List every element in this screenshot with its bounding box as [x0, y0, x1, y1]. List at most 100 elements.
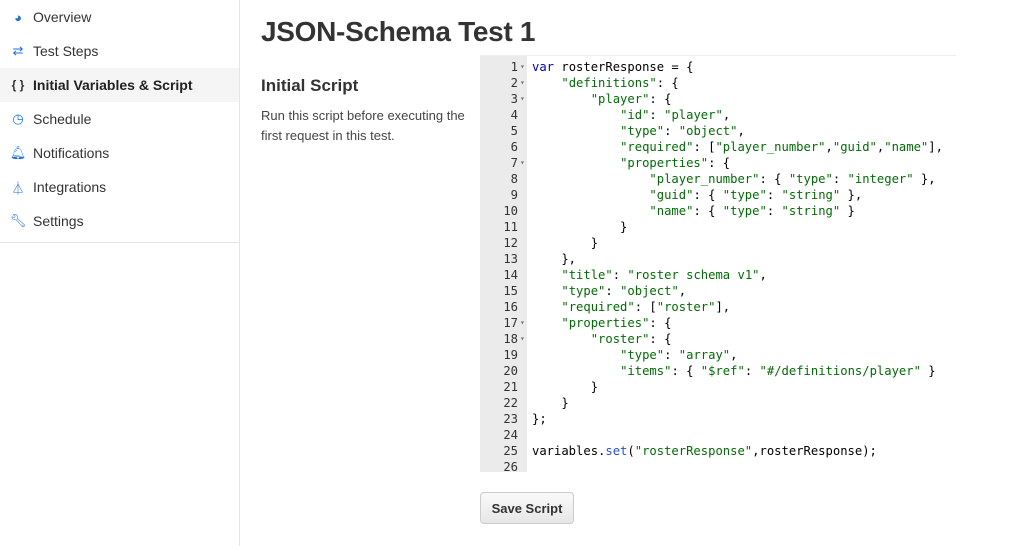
code-line[interactable]: 14 "title": "roster schema v1",	[480, 267, 956, 283]
code-line[interactable]: 5 "type": "object",	[480, 123, 956, 139]
code-text: }	[532, 236, 599, 250]
line-number: 5	[510, 124, 518, 138]
code-line[interactable]: 23};	[480, 411, 956, 427]
code-text: "player_number": { "type": "integer" },	[649, 172, 936, 186]
code-text: var rosterResponse = {	[532, 60, 694, 74]
code-text: "name": { "type": "string" }	[649, 204, 855, 218]
line-number: 18	[503, 332, 518, 346]
code-text: "type": "array",	[620, 348, 738, 362]
line-number: 26	[503, 460, 518, 472]
code-text: }	[532, 396, 569, 410]
line-number: 9	[510, 188, 518, 202]
code-text: "title": "roster schema v1",	[561, 268, 767, 282]
code-text: "player": {	[590, 92, 672, 106]
line-number: 1	[510, 60, 518, 74]
fold-toggle-icon[interactable]: ▾	[520, 318, 525, 327]
code-line[interactable]: 24	[480, 427, 956, 443]
sidebar-item-initial-variables-script[interactable]: { } Initial Variables & Script	[0, 68, 239, 102]
line-number: 7	[510, 156, 518, 170]
line-number: 8	[510, 172, 518, 186]
code-text: "type": "object",	[561, 284, 687, 298]
sidebar: ◕ Overview ⇄Test Steps { } Initial Variables…	[0, 0, 240, 546]
braces-icon: { }	[11, 78, 25, 92]
code-line[interactable]: 6 "required": ["player_number","guid","n…	[480, 139, 956, 155]
line-number: 23	[503, 412, 518, 426]
flask-icon: ⏃	[11, 180, 25, 196]
line-number: 14	[503, 268, 518, 282]
code-line[interactable]: 9 "guid": { "type": "string" },	[480, 187, 956, 203]
sidebar-item-label: Schedule	[33, 111, 92, 127]
code-line[interactable]: 8 "player_number": { "type": "integer" }…	[480, 171, 956, 187]
sidebar-item-test-steps[interactable]: ⇄Test Steps	[0, 34, 239, 68]
code-line[interactable]: 13 },	[480, 251, 956, 267]
line-number: 22	[503, 396, 518, 410]
code-line[interactable]: 21 }	[480, 379, 956, 395]
code-line[interactable]: 20 "items": { "$ref": "#/definitions/pla…	[480, 363, 956, 379]
code-text: "type": "object",	[620, 124, 745, 138]
code-line[interactable]: 3▾ "player": {	[480, 91, 956, 107]
clock-icon: ◷	[12, 111, 24, 126]
code-line[interactable]: 26	[480, 459, 956, 472]
dashboard-icon: ◕	[14, 9, 22, 25]
line-number: 21	[503, 380, 518, 394]
line-number: 20	[503, 364, 518, 378]
code-text: }	[532, 220, 628, 234]
code-text: "properties": {	[561, 316, 672, 330]
code-line[interactable]: 10 "name": { "type": "string" }	[480, 203, 956, 219]
sidebar-item-label: Overview	[33, 9, 92, 25]
line-number: 19	[503, 348, 518, 362]
code-line[interactable]: 17▾ "properties": {	[480, 315, 956, 331]
line-number: 2	[510, 76, 518, 90]
code-line[interactable]: 15 "type": "object",	[480, 283, 956, 299]
line-number: 24	[503, 428, 518, 442]
editor-gutter	[480, 56, 527, 472]
line-number: 4	[510, 108, 518, 122]
line-number: 3	[510, 92, 518, 106]
sidebar-item-schedule[interactable]: ◷ Schedule	[0, 102, 239, 136]
code-line[interactable]: 12 }	[480, 235, 956, 251]
fold-toggle-icon[interactable]: ▾	[520, 334, 525, 343]
line-number: 12	[503, 236, 518, 250]
section-description: Run this script before executing the fir…	[261, 108, 465, 143]
code-editor[interactable]: 1▾var rosterResponse = {2▾ "definitions"…	[480, 55, 956, 472]
exchange-icon: ⇄	[12, 43, 24, 58]
code-text: };	[532, 412, 547, 426]
line-number: 15	[503, 284, 518, 298]
line-number: 6	[510, 140, 518, 154]
line-number: 16	[503, 300, 518, 314]
sidebar-item-settings[interactable]: 🔧︎Settings	[0, 204, 239, 238]
code-text: variables.set("rosterResponse",rosterRes…	[532, 444, 877, 458]
sidebar-item-label: Notifications	[33, 145, 110, 161]
code-line[interactable]: 4 "id": "player",	[480, 107, 956, 123]
code-line[interactable]: 18▾ "roster": {	[480, 331, 956, 347]
fold-toggle-icon[interactable]: ▾	[520, 78, 525, 87]
sidebar-item-label: Initial Variables & Script	[33, 77, 193, 93]
code-line[interactable]: 25 variables.set("rosterResponse",rosterR…	[480, 443, 956, 459]
line-number: 11	[503, 220, 518, 234]
code-line[interactable]: 11 }	[480, 219, 956, 235]
code-line[interactable]: 2▾ "definitions": {	[480, 75, 956, 91]
save-script-button[interactable]: Save Script	[480, 492, 574, 524]
fold-toggle-icon[interactable]: ▾	[520, 158, 525, 167]
fold-toggle-icon[interactable]: ▾	[520, 94, 525, 103]
code-text: "items": { "$ref": "#/definitions/player…	[620, 364, 936, 378]
sidebar-item-overview[interactable]: ◕ Overview	[0, 0, 239, 34]
code-text: "id": "player",	[620, 108, 731, 122]
line-number: 25	[503, 444, 518, 458]
sidebar-item-notifications[interactable]: 🔔︎Notifications	[0, 136, 239, 170]
code-line[interactable]: 16 "required": ["roster"],	[480, 299, 956, 315]
line-number: 10	[503, 204, 518, 218]
sidebar-nav: ◕ Overview ⇄Test Steps { } Initial Variables…	[0, 0, 239, 243]
sidebar-item-integrations[interactable]: ⏃Integrations	[0, 170, 239, 204]
code-text: },	[532, 252, 577, 266]
page-title: JSON-Schema Test 1	[261, 16, 536, 47]
code-line[interactable]: 7▾ "properties": {	[480, 155, 956, 171]
code-line[interactable]: 19 "type": "array",	[480, 347, 956, 363]
line-number: 17	[503, 316, 518, 330]
code-line[interactable]: 22 }	[480, 395, 956, 411]
fold-toggle-icon[interactable]: ▾	[520, 62, 525, 71]
code-text: "definitions": {	[561, 76, 679, 90]
code-text: "required": ["roster"],	[561, 300, 731, 314]
code-line[interactable]: 1▾ var rosterResponse = {	[480, 59, 956, 75]
code-text: "roster": {	[590, 332, 672, 346]
